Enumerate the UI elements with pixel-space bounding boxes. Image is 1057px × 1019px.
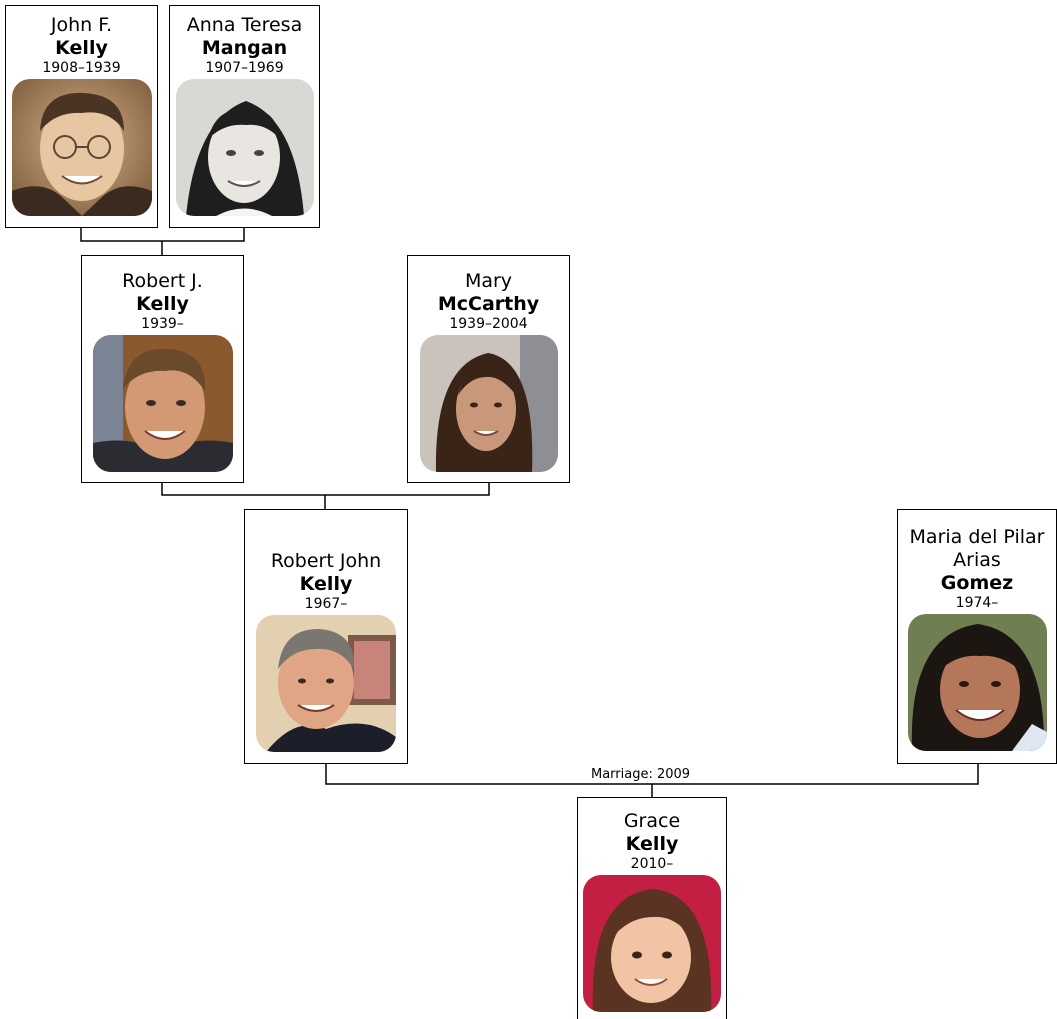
- life-dates: 1939–2004: [449, 316, 528, 332]
- surname: Gomez: [940, 572, 1014, 594]
- connector-john-anna: [80, 228, 245, 242]
- person-card-robert-john-kelly[interactable]: Robert John Kelly 1967–: [244, 509, 408, 764]
- marriage-label: Marriage: 2009: [591, 767, 691, 782]
- portrait-photo: [175, 79, 314, 216]
- given-name: Maria del Pilar: [909, 526, 1045, 548]
- connector-robertj-mary: [161, 483, 490, 496]
- life-dates: 1939–: [141, 316, 184, 332]
- surname: Kelly: [299, 573, 353, 595]
- given-name: Robert J.: [122, 270, 203, 292]
- life-dates: 1908–1939: [42, 60, 121, 76]
- person-card-grace-kelly[interactable]: Grace Kelly 2010–: [577, 797, 727, 1019]
- person-card-mary-mccarthy[interactable]: Mary McCarthy 1939–2004: [407, 255, 570, 483]
- portrait-photo: [92, 335, 233, 472]
- given-name: Anna Teresa: [186, 14, 303, 36]
- portrait-photo: [11, 79, 152, 216]
- portrait-photo: [583, 875, 721, 1012]
- surname: Kelly: [136, 293, 189, 315]
- person-card-john-kelly[interactable]: John F. Kelly 1908–1939: [5, 5, 158, 228]
- person-card-maria-gomez[interactable]: Maria del Pilar Arias Gomez 1974–: [897, 509, 1057, 764]
- surname: McCarthy: [437, 293, 540, 315]
- life-dates: 2010–: [630, 856, 674, 872]
- given-name-second: Arias: [953, 549, 1001, 571]
- given-name: Robert John: [270, 550, 382, 572]
- person-card-robert-j-kelly[interactable]: Robert J. Kelly 1939–: [81, 255, 244, 483]
- given-name: Grace: [623, 810, 681, 832]
- portrait-photo: [256, 615, 396, 752]
- life-dates: 1974–: [955, 595, 999, 611]
- person-card-anna-mangan[interactable]: Anna Teresa Mangan 1907–1969: [169, 5, 320, 228]
- given-name: John F.: [50, 14, 113, 36]
- life-dates: 1907–1969: [205, 60, 284, 76]
- surname: Kelly: [625, 833, 679, 855]
- given-name: Mary: [464, 270, 513, 292]
- surname: Mangan: [201, 37, 288, 59]
- portrait-photo: [419, 335, 558, 472]
- life-dates: 1967–: [304, 596, 348, 612]
- surname: Kelly: [55, 37, 108, 59]
- portrait-photo: [907, 614, 1047, 751]
